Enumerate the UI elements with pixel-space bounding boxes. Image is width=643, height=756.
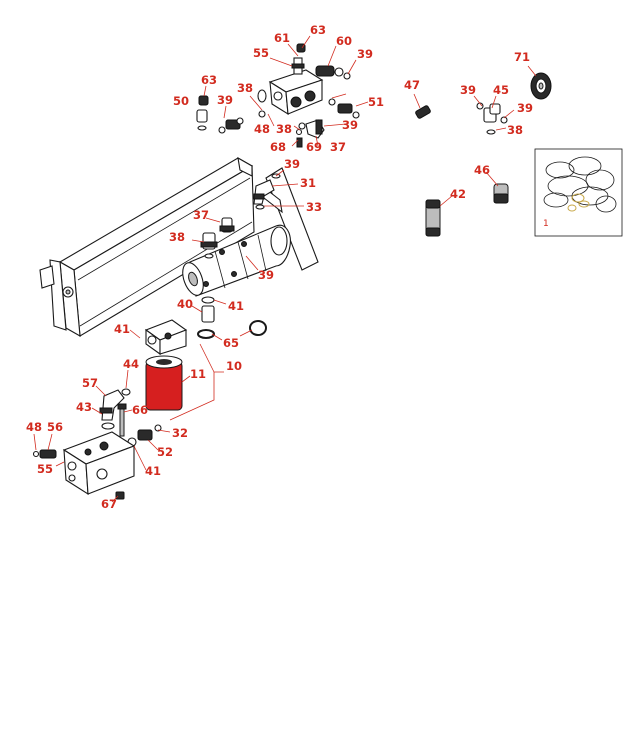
seal-kit-rings [543, 156, 617, 213]
fitting-37-top [298, 119, 325, 139]
callout-37-pump: 37 [193, 208, 209, 222]
lower-valve-block [62, 431, 136, 496]
callout-40: 40 [177, 297, 193, 311]
callout-45: 45 [493, 83, 509, 97]
callout-66: 66 [132, 403, 148, 417]
callout-39-left: 39 [217, 93, 233, 107]
top-valve-block [257, 69, 324, 116]
callout-39-mid: 39 [342, 118, 358, 132]
callout-41-left: 41 [114, 322, 130, 336]
callout-55-top: 55 [253, 46, 269, 60]
callout-43: 43 [76, 400, 92, 414]
fitting-55-top [291, 57, 305, 75]
fitting-60 [315, 65, 351, 80]
callout-67: 67 [101, 497, 117, 511]
leader-lines [33, 35, 537, 503]
fitting-48-top [218, 110, 266, 134]
callout-38-mid: 38 [276, 122, 292, 136]
callouts: 63 61 60 55 39 50 63 38 39 51 48 38 39 6… [26, 23, 533, 511]
callout-71: 71 [514, 50, 530, 64]
fitting-32 [127, 424, 162, 447]
callout-55-bottom: 55 [37, 462, 53, 476]
clamp-65 [197, 320, 267, 339]
callout-41-right: 41 [228, 299, 244, 313]
fitting-51 [328, 98, 360, 119]
seal-kit-label: 1 [543, 219, 549, 229]
plug-68 [295, 128, 303, 148]
callout-39-tee-right: 39 [517, 101, 533, 115]
plug-67 [115, 491, 125, 500]
callout-37-top: 37 [330, 140, 346, 154]
callout-31: 31 [300, 176, 316, 190]
callout-61: 61 [274, 31, 290, 45]
callout-57: 57 [82, 376, 98, 390]
callout-44: 44 [123, 357, 139, 371]
fitting-40 [201, 296, 215, 323]
callout-69: 69 [306, 140, 322, 154]
fitting-47 [415, 105, 431, 119]
filter-42 [425, 199, 441, 237]
callout-56: 56 [47, 420, 63, 434]
callout-60: 60 [336, 34, 352, 48]
pump-fitting-38 [200, 232, 218, 259]
callout-51: 51 [368, 95, 384, 109]
callout-38-pump: 38 [169, 230, 185, 244]
callout-65: 65 [223, 336, 239, 350]
callout-11: 11 [190, 367, 206, 381]
callout-38-tee: 38 [507, 123, 523, 137]
callout-10: 10 [226, 359, 242, 373]
callout-39-tee-left: 39 [460, 83, 476, 97]
callout-52: 52 [157, 445, 173, 459]
callout-42: 42 [450, 187, 466, 201]
callout-46: 46 [474, 163, 490, 177]
fitting-50 [196, 95, 209, 131]
pump-fitting-37 [219, 217, 235, 233]
cap-46 [493, 183, 509, 204]
callout-39-top-right: 39 [357, 47, 373, 61]
filter-head [144, 319, 188, 356]
callout-48-top: 48 [254, 122, 270, 136]
callout-50: 50 [173, 94, 189, 108]
callout-63-top: 63 [310, 23, 326, 37]
seal-kit-box: 1 [534, 148, 623, 237]
callout-68: 68 [270, 140, 286, 154]
callout-39-pump: 39 [258, 268, 274, 282]
callout-48-bottom: 48 [26, 420, 42, 434]
filter-element-11 [145, 355, 183, 411]
bolt-66 [117, 403, 127, 437]
elbow-43 [99, 388, 131, 430]
callout-38-top: 38 [237, 81, 253, 95]
callout-32: 32 [172, 426, 188, 440]
callout-47: 47 [404, 78, 420, 92]
hydraulic-pump [182, 224, 291, 297]
callout-33: 33 [306, 200, 322, 214]
fitting-56 [32, 449, 57, 459]
breather-71 [530, 72, 552, 100]
callout-63-left: 63 [201, 73, 217, 87]
tee-45 [476, 102, 508, 135]
callout-41-bottom: 41 [145, 464, 161, 478]
oil-cooler [39, 156, 255, 338]
callout-39-elbow: 39 [284, 157, 300, 171]
